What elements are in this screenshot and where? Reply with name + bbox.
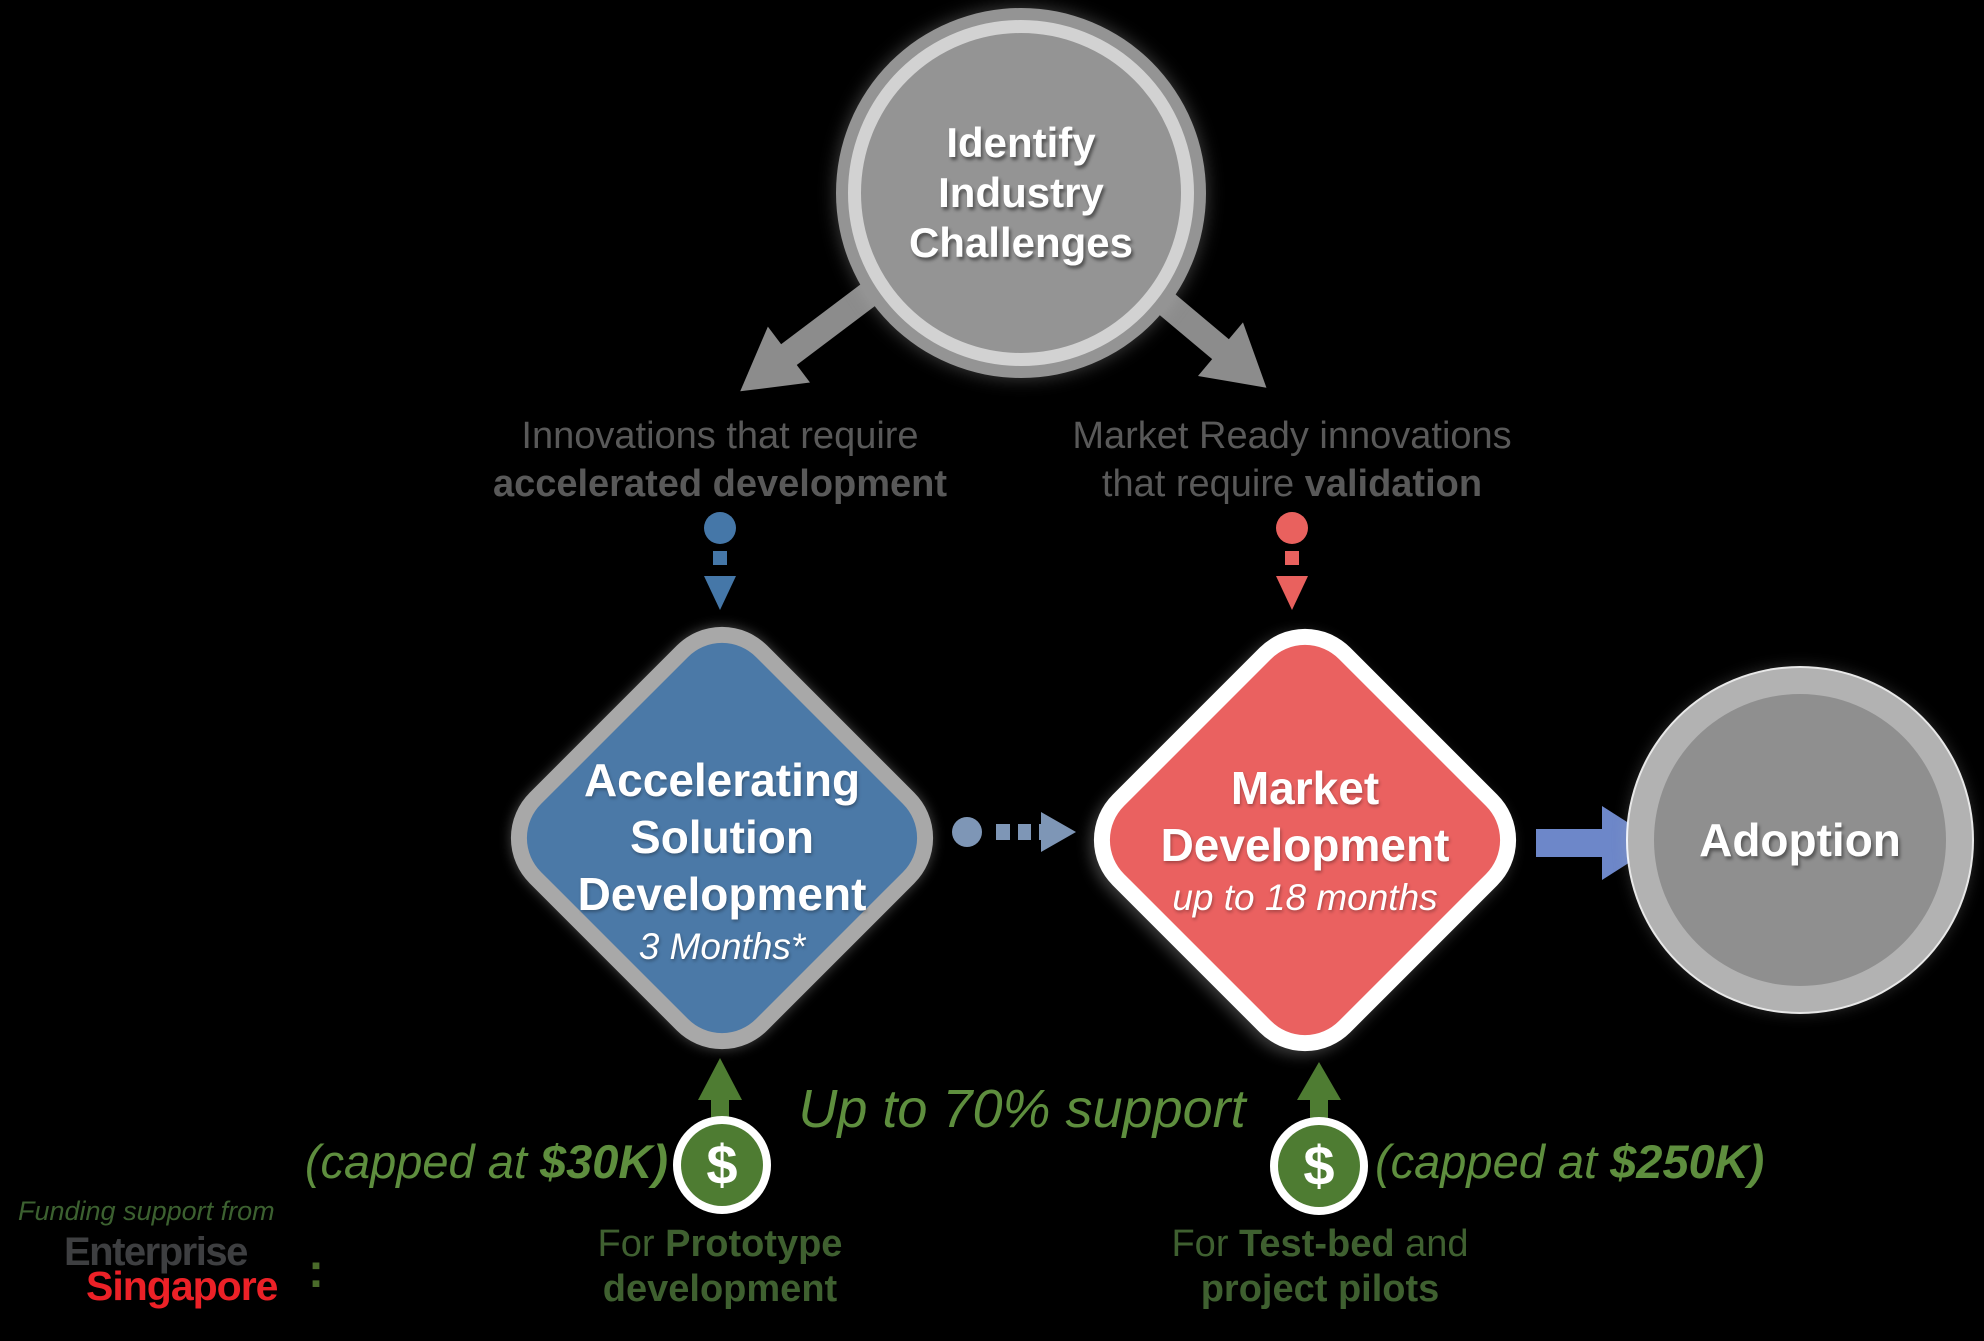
testbed-desc-bold: Test-bed	[1239, 1223, 1395, 1265]
accelerating-solution-development-label: Accelerating Solution Development 3 Mont…	[472, 752, 972, 971]
prototype-desc: For Prototype development	[470, 1222, 970, 1312]
cap-right-label: (capped at $250K)	[1375, 1132, 1764, 1192]
cap-right-amount: $250K)	[1610, 1135, 1765, 1188]
md-duration: up to 18 months	[1172, 877, 1438, 918]
dollar-icon: $	[706, 1133, 738, 1196]
funding-arrow-right-icon	[1297, 1062, 1341, 1122]
testbed-desc-line2: project pilots	[1200, 1268, 1440, 1310]
prototype-desc-bold: Prototype	[665, 1223, 843, 1265]
dashed-connector-blue-icon	[704, 512, 736, 610]
logo-colon: :	[308, 1245, 324, 1298]
adoption-label: Adoption	[1699, 814, 1901, 866]
prototype-desc-prefix: For	[597, 1223, 666, 1265]
adoption-inner-circle	[1654, 694, 1946, 986]
identify-challenges-label: Identify Industry Challenges	[909, 118, 1133, 268]
market-development-label: Market Development up to 18 months	[1055, 760, 1555, 922]
testbed-desc-and: and	[1394, 1223, 1469, 1265]
branch-left-text: Innovations that require accelerated dev…	[420, 412, 1020, 508]
asd-line2: Solution	[630, 811, 814, 863]
challenges-line: Challenges	[908, 219, 1134, 266]
branch-right-line1: Market Ready innovations	[1072, 415, 1512, 457]
branch-right-line2-prefix: that require	[1101, 463, 1305, 505]
testbed-desc-prefix: For	[1171, 1223, 1240, 1265]
cap-left-amount: $30K)	[539, 1135, 668, 1188]
enterprise-singapore-logo-line1: Enterprise	[64, 1230, 248, 1274]
dollar-badge-left: $	[673, 1116, 771, 1214]
funding-arrow-left-icon	[698, 1058, 742, 1120]
branch-left-line2: accelerated development	[492, 463, 948, 505]
enterprise-singapore-logo-line2: Singapore	[86, 1263, 278, 1309]
asd-line3: Development	[577, 868, 867, 920]
dollar-badge-left-fill	[681, 1124, 763, 1206]
cap-left-label: (capped at $30K)	[260, 1132, 668, 1192]
asd-duration: 3 Months*	[638, 926, 806, 967]
prototype-desc-line2: development	[602, 1268, 838, 1310]
identify-line: Identify	[946, 119, 1096, 166]
dollar-icon: $	[1303, 1134, 1335, 1197]
md-line1: Market	[1230, 762, 1380, 814]
branch-left-line1: Innovations that require	[521, 415, 919, 457]
md-line2: Development	[1160, 819, 1450, 871]
adoption-node: Adoption	[1628, 668, 1972, 1012]
support-note: Up to 70% support	[798, 1079, 1246, 1139]
cap-right-prefix: (capped at	[1375, 1135, 1611, 1188]
asd-line1: Accelerating	[583, 754, 861, 806]
dollar-badge-right-fill	[1278, 1125, 1360, 1207]
industry-line: Industry	[938, 169, 1104, 216]
dashed-connector-red-icon	[1276, 512, 1308, 610]
funding-source-caption: Funding support from	[18, 1196, 275, 1226]
branch-right-text: Market Ready innovations that require va…	[992, 412, 1592, 508]
branch-right-line2-bold: validation	[1304, 463, 1483, 505]
dollar-badge-right: $	[1270, 1117, 1368, 1215]
testbed-desc: For Test-bed and project pilots	[1070, 1222, 1570, 1312]
cap-left-prefix: (capped at	[304, 1135, 540, 1188]
identify-challenges-node: Identify Industry Challenges	[836, 8, 1206, 378]
